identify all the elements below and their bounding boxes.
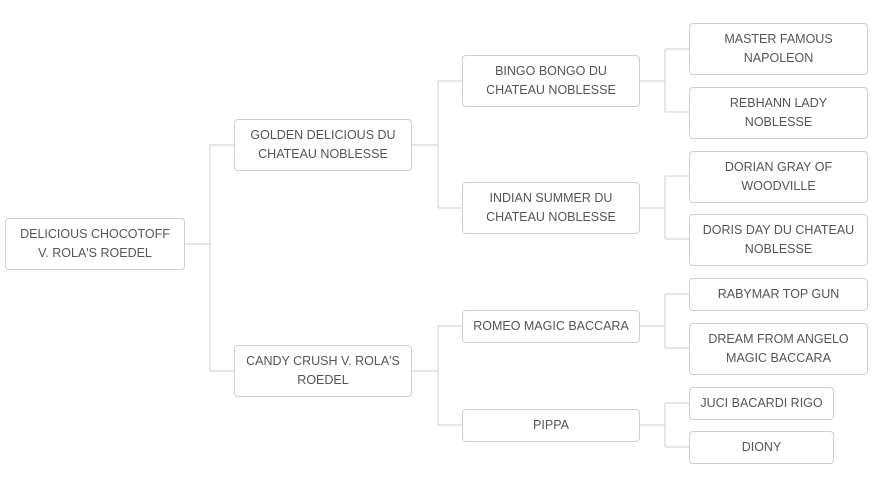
pedigree-node-dam-sire-dam[interactable]: DREAM FROM ANGELO MAGIC BACCARA — [689, 323, 868, 375]
pedigree-node-sire-sire-sire[interactable]: MASTER FAMOUS NAPOLEON — [689, 23, 868, 75]
pedigree-node-dam-sire[interactable]: ROMEO MAGIC BACCARA — [462, 310, 640, 343]
pedigree-node-sire-dam[interactable]: INDIAN SUMMER DU CHATEAU NOBLESSE — [462, 182, 640, 234]
pedigree-node-label: REBHANN LADY NOBLESSE — [729, 96, 828, 129]
pedigree-node-label: CANDY CRUSH V. ROLA'S ROEDEL — [246, 354, 400, 387]
pedigree-node-dam-dam-sire[interactable]: JUCI BACARDI RIGO — [689, 387, 834, 420]
pedigree-node-label: RABYMAR TOP GUN — [717, 287, 840, 301]
pedigree-node-label: JUCI BACARDI RIGO — [700, 396, 823, 410]
pedigree-node-label: BINGO BONGO DU CHATEAU NOBLESSE — [486, 64, 616, 97]
pedigree-node-sire[interactable]: GOLDEN DELICIOUS DU CHATEAU NOBLESSE — [234, 119, 412, 171]
pedigree-node-dam-dam-dam[interactable]: DIONY — [689, 431, 834, 464]
pedigree-node-sire-dam-sire[interactable]: DORIAN GRAY OF WOODVILLE — [689, 151, 868, 203]
pedigree-node-label: DELICIOUS CHOCOTOFF V. ROLA'S ROEDEL — [20, 227, 170, 260]
pedigree-node-label: INDIAN SUMMER DU CHATEAU NOBLESSE — [486, 191, 616, 224]
pedigree-node-label: MASTER FAMOUS NAPOLEON — [724, 32, 833, 65]
pedigree-node-label: DIONY — [741, 440, 782, 454]
pedigree-node-sire-sire-dam[interactable]: REBHANN LADY NOBLESSE — [689, 87, 868, 139]
pedigree-node-label: GOLDEN DELICIOUS DU CHATEAU NOBLESSE — [250, 128, 396, 161]
pedigree-node-subject[interactable]: DELICIOUS CHOCOTOFF V. ROLA'S ROEDEL — [5, 218, 185, 270]
pedigree-node-label: DREAM FROM ANGELO MAGIC BACCARA — [708, 332, 849, 365]
pedigree-node-sire-dam-dam[interactable]: DORIS DAY DU CHATEAU NOBLESSE — [689, 214, 868, 266]
pedigree-node-sire-sire[interactable]: BINGO BONGO DU CHATEAU NOBLESSE — [462, 55, 640, 107]
pedigree-node-dam-dam[interactable]: PIPPA — [462, 409, 640, 442]
pedigree-node-label: DORIS DAY DU CHATEAU NOBLESSE — [702, 223, 855, 256]
pedigree-node-label: ROMEO MAGIC BACCARA — [473, 319, 629, 333]
pedigree-node-dam-sire-sire[interactable]: RABYMAR TOP GUN — [689, 278, 868, 311]
pedigree-node-label: DORIAN GRAY OF WOODVILLE — [724, 160, 833, 193]
pedigree-node-label: PIPPA — [533, 418, 569, 432]
pedigree-node-dam[interactable]: CANDY CRUSH V. ROLA'S ROEDEL — [234, 345, 412, 397]
